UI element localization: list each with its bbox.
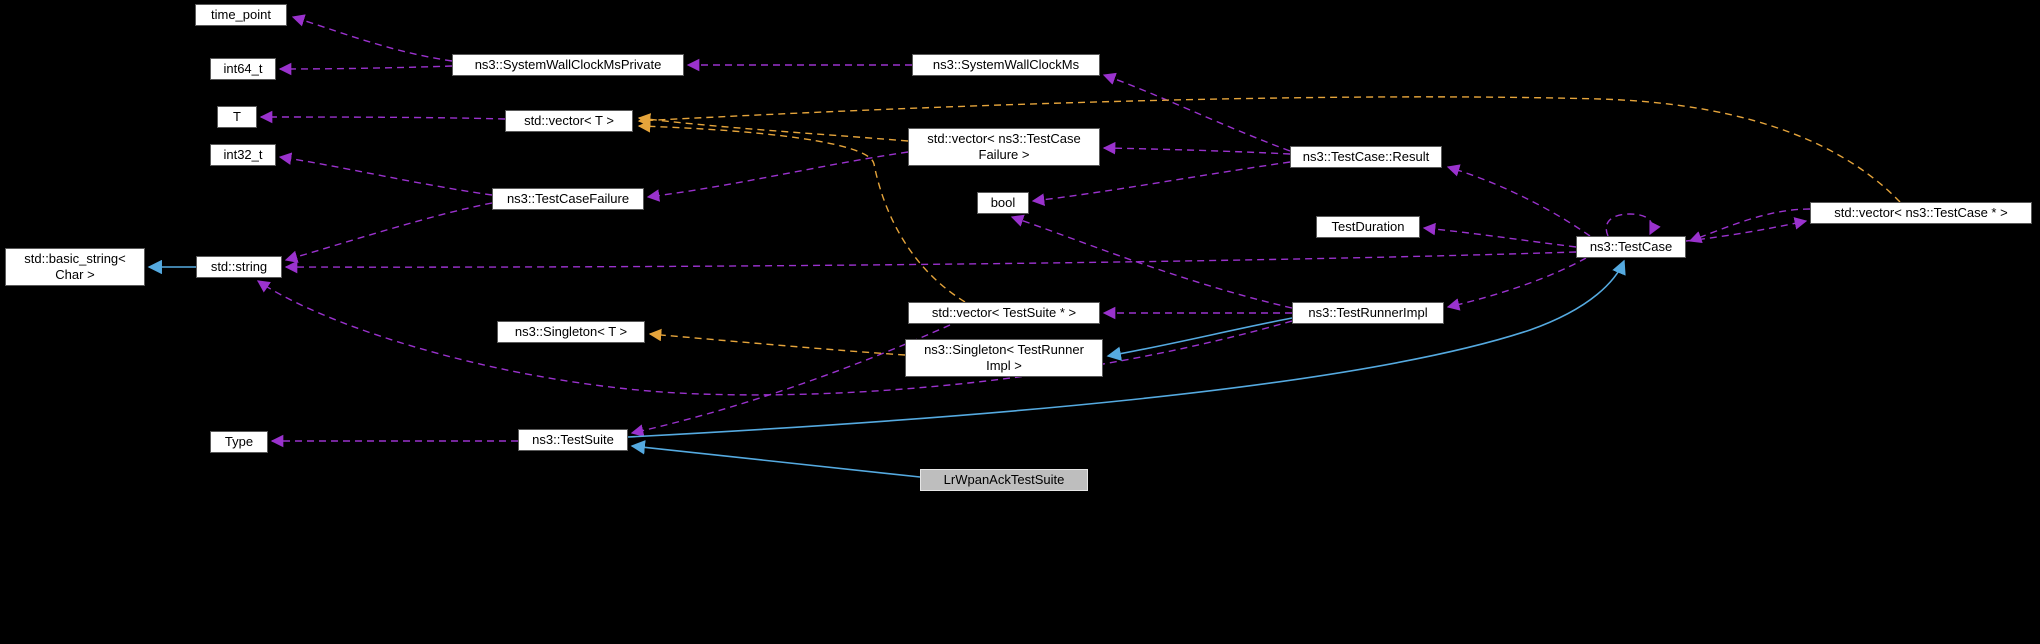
- node-testcase-result[interactable]: ns3::TestCase::Result: [1290, 146, 1442, 168]
- node-time-point: time_point: [195, 4, 287, 26]
- node-testcase-failure[interactable]: ns3::TestCaseFailure: [492, 188, 644, 210]
- edge-result-to-bool: [1031, 161, 1291, 206]
- edge-result-to-swcms: [1102, 72, 1291, 152]
- edge-swcmsprivate-to-timepoint: [291, 14, 453, 62]
- edge-testcasefailure-to-int32t: [278, 152, 493, 196]
- edge-vectortcf-to-vectort: [637, 113, 909, 142]
- edge-vectortsp-to-vectort: [637, 120, 966, 303]
- node-system-wall-clock-ms[interactable]: ns3::SystemWallClockMs: [912, 54, 1100, 76]
- node-testcase[interactable]: ns3::TestCase: [1576, 236, 1686, 258]
- edge-testcasefailure-to-string: [284, 202, 493, 263]
- node-vector-testcase-ptr: std::vector< ns3::TestCase * >: [1810, 202, 2032, 224]
- edge-swcmsprivate-to-int64t: [278, 62, 453, 76]
- edge-testrunnerimpl-to-singletontri: [1106, 317, 1293, 361]
- node-vector-testcase-failure: std::vector< ns3::TestCase Failure >: [908, 128, 1100, 166]
- edge-testcase-to-testduration: [1422, 222, 1577, 248]
- edge-lrwpanack-to-testsuite: [630, 440, 921, 478]
- node-system-wall-clock-ms-private[interactable]: ns3::SystemWallClockMsPrivate: [452, 54, 684, 76]
- node-int32-t: int32_t: [210, 144, 276, 166]
- edge-vectortsp-to-testsuite: [630, 324, 951, 437]
- edge-testcase-to-testrunnerimpl: [1446, 257, 1587, 311]
- node-test-duration: TestDuration: [1316, 216, 1420, 238]
- node-type: Type: [210, 431, 268, 453]
- node-t: T: [217, 106, 257, 128]
- edge-testrunnerimpl-to-bool: [1010, 214, 1293, 309]
- edge-singletontri-to-singletont: [648, 328, 906, 356]
- node-bool: bool: [977, 192, 1029, 214]
- edge-testcase-self-loop: [1605, 213, 1661, 237]
- edge-testcase-to-vectortcp: [1685, 217, 1808, 242]
- node-basic-string-char: std::basic_string< Char >: [5, 248, 145, 286]
- node-testsuite[interactable]: ns3::TestSuite: [518, 429, 628, 451]
- edge-testcase-to-result: [1446, 164, 1591, 237]
- node-vector-testsuite-ptr: std::vector< TestSuite * >: [908, 302, 1100, 324]
- edge-vectortcf-to-testcasefailure: [646, 151, 909, 202]
- edge-testsuite-to-testcase: [627, 259, 1626, 438]
- edge-vectortcp-to-vectort: [637, 96, 1901, 203]
- edge-result-to-vectortcf: [1102, 141, 1291, 155]
- edge-vectort-to-t: [259, 110, 506, 124]
- node-test-runner-impl[interactable]: ns3::TestRunnerImpl: [1292, 302, 1444, 324]
- node-std-string: std::string: [196, 256, 282, 278]
- edge-testcase-to-string: [284, 251, 1577, 274]
- edge-vectortcp-to-testcase: [1688, 208, 1811, 244]
- node-vector-t: std::vector< T >: [505, 110, 633, 132]
- edge-testrunnerimpl-to-string: [256, 280, 1293, 396]
- node-singleton-test-runner-impl[interactable]: ns3::Singleton< TestRunner Impl >: [905, 339, 1103, 377]
- node-singleton-t[interactable]: ns3::Singleton< T >: [497, 321, 645, 343]
- node-lr-wpan-ack-test-suite[interactable]: LrWpanAckTestSuite: [920, 469, 1088, 491]
- node-int64-t: int64_t: [210, 58, 276, 80]
